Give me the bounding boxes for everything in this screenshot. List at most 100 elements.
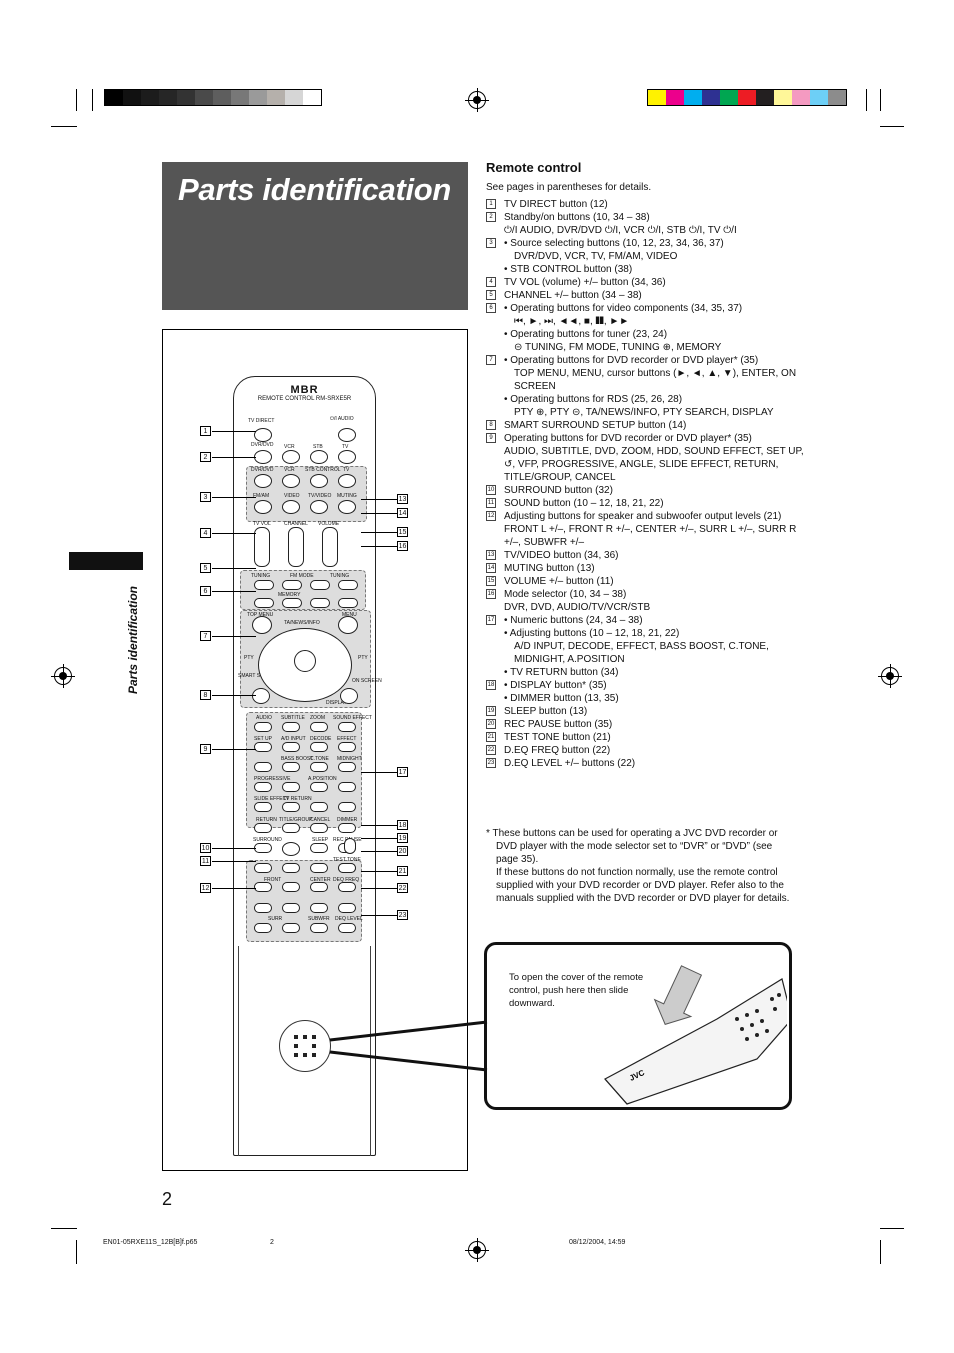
gray-color-bar	[104, 89, 322, 106]
color-swatch	[141, 90, 159, 105]
item-subtext: ⊝ TUNING, FM MODE, TUNING ⊕, MEMORY	[514, 342, 722, 353]
remote-label: RETURN	[256, 817, 277, 823]
item-bullet: • DIMMER button (13, 35)	[504, 692, 806, 705]
transport-button-icon	[282, 598, 302, 608]
remote-label: TV VOL	[253, 521, 271, 527]
remote-label: SLIDE EFFECT	[254, 796, 290, 802]
number-key-icon	[338, 802, 356, 812]
color-swatch	[231, 90, 249, 105]
item-number: 1	[486, 199, 496, 209]
remote-label: CANCEL	[310, 817, 331, 823]
remote-label: SLEEP	[312, 837, 329, 843]
display-dimmer-icon	[344, 838, 356, 854]
callout-label: 12	[200, 883, 211, 893]
item-text: D.EQ FREQ button (22)	[504, 745, 611, 756]
item-number: 19	[486, 706, 496, 716]
footer-page: 2	[270, 1239, 274, 1246]
callout-label: 14	[397, 508, 408, 518]
bullet-icon: •	[504, 667, 511, 678]
item-text: TV VOL (volume) +/– button (34, 36)	[504, 277, 666, 288]
callout-leader	[212, 457, 256, 458]
item-number: 11	[486, 498, 496, 508]
footnote-line: * These buttons can be used for operatin…	[486, 828, 778, 865]
footer-date: 08/12/2004, 14:59	[569, 1239, 626, 1246]
remote-label: DIMMER	[337, 817, 358, 823]
parts-list-item: 6• Operating buttons for video component…	[486, 302, 806, 354]
item-text: CHANNEL +/– button (34 – 38)	[504, 290, 642, 301]
color-swatch	[105, 90, 123, 105]
remote-label: MENU	[342, 612, 357, 618]
transport-button-icon	[254, 598, 274, 608]
color-swatch	[666, 90, 684, 105]
number-key-icon	[338, 762, 356, 772]
power-button-icon	[338, 450, 356, 464]
remote-label: ZOOM	[310, 715, 325, 721]
item-number: 6	[486, 303, 496, 313]
crop-mark	[76, 89, 77, 111]
remote-label: CENTER	[310, 877, 331, 883]
section-subheading: See pages in parentheses for details.	[486, 182, 652, 193]
bullet-icon: •	[504, 628, 510, 639]
remote-brand: MBR	[290, 384, 319, 396]
power-button-icon	[282, 450, 300, 464]
callout-leader	[212, 568, 256, 569]
source-button-icon	[254, 500, 272, 514]
remote-label: SUBTITLE	[281, 715, 305, 721]
item-number: 15	[486, 576, 496, 586]
remote-label: TUNING	[251, 573, 271, 579]
remote-label: SURR	[268, 916, 283, 922]
registration-target-icon	[878, 664, 902, 688]
remote-label: VCR	[284, 467, 295, 473]
callout-leader	[212, 497, 256, 498]
transport-button-icon	[310, 598, 330, 608]
number-key-icon	[254, 722, 272, 732]
function-key-icon	[338, 823, 356, 833]
callout-leader	[212, 695, 256, 696]
item-subtext: TOP MENU, MENU, cursor buttons (►, ◄, ▲,…	[514, 368, 797, 392]
power-button-icon	[310, 450, 328, 464]
remote-label: TITLE/GROUP	[279, 817, 313, 823]
crop-mark	[51, 1228, 77, 1229]
callout-leader	[212, 431, 256, 432]
footer-filename: EN01-05RXE11S_12B[B]f.p65	[103, 1239, 198, 1246]
item-text: SLEEP button (13)	[504, 706, 588, 717]
remote-button-icon	[254, 428, 272, 442]
remote-label: AUDIO	[256, 715, 272, 721]
crop-mark	[76, 1240, 77, 1264]
level-plus-icon	[254, 863, 272, 873]
remote-label: STB	[313, 444, 323, 450]
remote-label: FM MODE	[290, 573, 314, 579]
level-plus-icon	[338, 903, 356, 913]
item-text: Operating buttons for DVD recorder or DV…	[504, 433, 752, 444]
callout-label: 22	[397, 883, 408, 893]
item-bullet: • DISPLAY button* (35)	[504, 679, 806, 692]
remote-label: SOUND EFFECT	[333, 715, 372, 721]
smart-surround-button-icon	[252, 688, 270, 704]
level-minus-icon	[282, 882, 300, 892]
item-number: 7	[486, 355, 496, 365]
level-minus-icon	[338, 923, 356, 933]
item-number: 4	[486, 277, 496, 287]
item-text: FRONT L +/–, FRONT R +/–, CENTER +/–, SU…	[504, 524, 797, 548]
bullet-icon: •	[504, 615, 511, 626]
remote-label: BASS BOOST	[281, 756, 314, 762]
section-heading: Remote control	[486, 160, 582, 175]
bullet-icon: •	[504, 303, 511, 314]
crop-mark	[880, 1228, 904, 1229]
remote-label: A/D INPUT	[281, 736, 306, 742]
parts-list-item: 18• DISPLAY button* (35)• DIMMER button …	[486, 679, 806, 705]
bullet-text: Operating buttons for RDS (25, 26, 28)	[510, 394, 683, 405]
callout-leader	[361, 825, 397, 826]
page-title: Parts identification	[178, 172, 452, 207]
callout-label: 21	[397, 866, 408, 876]
remote-label: CHANNEL	[284, 521, 308, 527]
menu-button-icon	[338, 616, 358, 634]
item-text: D.EQ LEVEL +/– buttons (22)	[504, 758, 636, 769]
remote-label: DVR/DVD	[251, 467, 274, 473]
number-key-icon	[310, 762, 328, 772]
